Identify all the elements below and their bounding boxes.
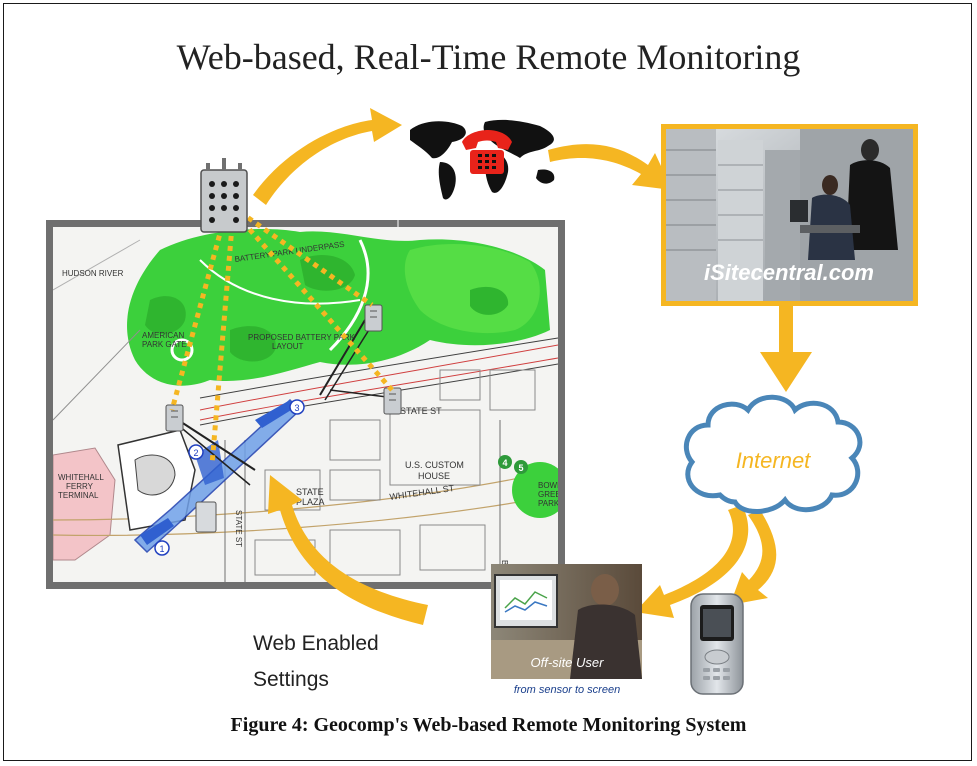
- marker-2: [188, 444, 204, 460]
- marker-1-label: 1: [159, 544, 164, 554]
- marker-3: [289, 399, 305, 415]
- map-label-state-st-vertical: STATE ST: [234, 510, 243, 547]
- tunnel-segment: [140, 518, 174, 545]
- isitecentral-photo: iSitecentral.com: [661, 124, 918, 306]
- arrow-site-to-internet: [760, 302, 812, 392]
- sensor-box-1: [165, 404, 184, 432]
- shoreline: [53, 329, 141, 421]
- park-path: [199, 259, 361, 305]
- marker-5-label: 5: [518, 463, 523, 473]
- wireless-link-1: [169, 225, 225, 411]
- offsite-user-label: Off-site User: [531, 655, 605, 670]
- data-logger-icon: [200, 158, 248, 233]
- sensor-cable: [177, 424, 251, 486]
- map-label-proposed: PROPOSED BATTERY PARK: [248, 333, 356, 342]
- shoreline: [53, 239, 141, 291]
- settings-line: Settings: [253, 668, 329, 691]
- park-fountain: [170, 338, 194, 362]
- whitehall-street: [53, 469, 558, 521]
- sensor-cable: [174, 417, 256, 471]
- park-area-east: [404, 243, 540, 334]
- mobile-phone-icon: [690, 593, 744, 695]
- construction-detail: [134, 454, 176, 496]
- map-label-layout: LAYOUT: [272, 342, 304, 351]
- subway-line: [199, 344, 558, 411]
- bowling-green: [512, 462, 558, 518]
- sensor-box-2: [364, 304, 383, 332]
- arrow-internet-to-phone: [730, 510, 777, 605]
- telephone-icon: [462, 130, 512, 174]
- map-label-state-plaza-1: STATE: [296, 487, 324, 497]
- marker-3-label: 3: [294, 403, 299, 413]
- map-label-hudson: HUDSON RIVER: [62, 269, 124, 278]
- internet-label: Internet: [736, 448, 811, 473]
- isitecentral-label: iSitecentral.com: [704, 260, 874, 285]
- street-edge: [199, 337, 558, 399]
- arrow-logger-to-phone: [253, 108, 402, 205]
- sensor-box-4: [195, 501, 217, 533]
- map-label-customs-1: U.S. CUSTOM: [405, 460, 464, 470]
- street-edge: [199, 363, 558, 426]
- map-label-american: AMERICAN: [142, 331, 184, 340]
- wireless-link-4: [241, 220, 394, 392]
- marker-1: [154, 540, 170, 556]
- sensor-cable: [319, 319, 366, 396]
- park-grove: [470, 286, 509, 315]
- internet-cloud-icon: Internet: [684, 394, 863, 514]
- map-label-bowling-1: BOWLI: [538, 481, 564, 490]
- figure-caption: Figure 4: Geocomp's Web-based Remote Mon…: [230, 714, 747, 736]
- map-label-whitehall-1: WHITEHALL: [58, 473, 104, 482]
- tunnel-segment: [255, 400, 296, 428]
- map-label-whitehall-2: FERRY: [66, 482, 94, 491]
- tagline-label: from sensor to screen: [514, 684, 620, 696]
- figure-border: [3, 3, 972, 761]
- park-grove: [145, 296, 186, 335]
- sensor-cable: [324, 324, 373, 401]
- flow-arrows: [253, 108, 812, 625]
- marker-4: [498, 455, 512, 469]
- marker-5: [514, 460, 528, 474]
- arrow-settings-to-site: [268, 475, 428, 625]
- web-enabled-settings-label: Web Enabled Settings: [253, 626, 379, 698]
- marker-4-label: 4: [502, 458, 507, 468]
- marker-2-label: 2: [193, 448, 198, 458]
- arrow-internet-to-user: [635, 505, 749, 618]
- arrow-phone-to-site: [548, 144, 672, 190]
- sensor-box-3: [383, 387, 402, 415]
- site-map: 4 5 1 2 3 HUDSON RIVER AMERICAN PARK GAT…: [46, 220, 565, 589]
- map-label-park-gate: PARK GATE: [142, 340, 187, 349]
- map-label-whitehall-3: TERMINAL: [58, 491, 99, 500]
- whitehall-street: [53, 494, 558, 537]
- wireless-links: [169, 209, 394, 466]
- map-label-state-plaza-2: PLAZA: [296, 497, 325, 507]
- subway-line: [199, 357, 558, 421]
- map-label-bowling-3: PARK: [538, 499, 560, 508]
- offsite-user-photo: Off-site User from sensor to screen: [491, 564, 642, 696]
- map-label-customs-2: HOUSE: [418, 471, 450, 481]
- map-label-bowling-2: GREE: [538, 490, 561, 499]
- park-grove: [230, 326, 276, 362]
- web-enabled-line: Web Enabled: [253, 632, 379, 655]
- map-label-state-st: STATE ST: [400, 406, 442, 416]
- wireless-link-3: [238, 209, 374, 308]
- diagram-title: Web-based, Real-Time Remote Monitoring: [176, 37, 801, 77]
